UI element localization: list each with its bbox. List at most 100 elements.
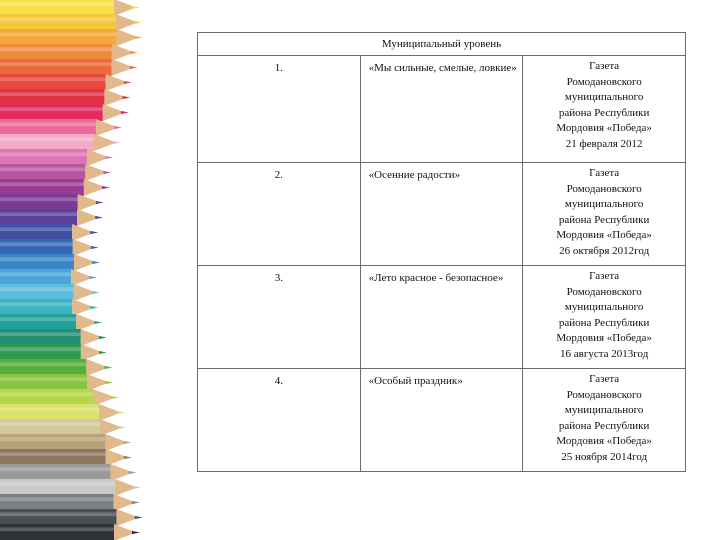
pencil-wood-tip <box>116 29 135 46</box>
pencil-wood-tip <box>74 254 93 271</box>
source-line: 25 ноября 2014год <box>561 450 648 463</box>
row-title: «Особый праздник» <box>359 368 524 472</box>
pencil-highlight <box>0 32 117 37</box>
pencil <box>0 164 112 181</box>
pencil-lead <box>105 155 114 160</box>
pencil-body <box>0 29 117 46</box>
pencil-lead <box>131 500 140 505</box>
pencil-highlight <box>0 347 81 352</box>
pencil-body <box>0 44 112 61</box>
pencil <box>0 329 107 346</box>
pencil-highlight <box>0 62 112 67</box>
pencil-body <box>0 224 73 241</box>
pencil-body <box>0 524 114 540</box>
pencil-body <box>0 134 95 151</box>
pencil-lead <box>94 320 103 325</box>
pencil-highlight <box>0 272 72 277</box>
pencil-body <box>0 359 87 376</box>
pencil <box>0 464 137 481</box>
publications-table-container: Муниципальный уровень 1. «Мы сильные, см… <box>197 32 686 472</box>
source-line: района Республики <box>558 106 650 119</box>
pencil <box>0 59 138 76</box>
pencil-lead <box>90 245 99 250</box>
row-source: Газета Ромодановского муниципального рай… <box>522 162 686 266</box>
pencil <box>0 254 101 271</box>
pencil-lead <box>123 80 132 85</box>
pencil-body <box>0 419 100 436</box>
source-line: Мордовия «Победа» <box>556 122 652 134</box>
pencil <box>0 494 140 511</box>
source-line: 16 августа 2013год <box>560 347 649 360</box>
pencil-wood-tip <box>71 269 90 286</box>
pencil-body <box>0 284 74 301</box>
pencil-highlight <box>0 497 114 502</box>
pencil-wood-tip <box>72 299 91 316</box>
pencil-wood-tip <box>115 14 134 31</box>
pencil-highlight <box>0 212 78 217</box>
pencil-wood-tip <box>72 224 91 241</box>
pencil-wood-tip <box>104 89 123 106</box>
pencil-highlight <box>0 437 106 442</box>
pencil <box>0 239 99 256</box>
row-title: «Осенние радости» <box>359 162 524 266</box>
pencil-highlight <box>0 167 86 172</box>
source-line: Ромодановского <box>566 285 642 298</box>
row-title: «Мы сильные, смелые, ловкие» <box>359 55 524 163</box>
pencil <box>0 119 122 136</box>
pencil-lead <box>104 365 113 370</box>
pencil-highlight <box>0 377 88 382</box>
row-title: «Лето красное - безопасное» <box>359 265 524 369</box>
pencil-wood-tip <box>99 419 118 436</box>
pencil-lead <box>89 275 98 280</box>
pencil-body <box>0 59 112 76</box>
pencil-lead <box>91 290 100 295</box>
pencil-highlight <box>0 452 106 457</box>
source-line: муниципального <box>564 301 644 313</box>
colored-pencils-decoration <box>0 0 143 540</box>
pencil-body <box>0 509 117 526</box>
pencil-highlight <box>0 422 100 427</box>
pencil-wood-tip <box>111 44 130 61</box>
table-row: 2. «Осенние радости» Газета Ромодановско… <box>197 162 686 266</box>
pencil-lead <box>111 395 120 400</box>
row-number: 3. <box>197 265 361 369</box>
pencil <box>0 434 132 451</box>
pencil-body <box>0 479 115 496</box>
pencil-lead <box>98 335 107 340</box>
pencil-lead <box>129 50 138 55</box>
pencil <box>0 179 110 196</box>
pencil-body <box>0 89 105 106</box>
pencil-wood-tip <box>95 119 114 136</box>
pencil-wood-tip <box>73 284 92 301</box>
pencil-body <box>0 314 77 331</box>
pencil-wood-tip <box>105 434 124 451</box>
pencil-body <box>0 104 103 121</box>
pencil-body <box>0 434 106 451</box>
publications-table: Муниципальный уровень 1. «Мы сильные, см… <box>197 32 686 472</box>
pencil-lead <box>116 410 125 415</box>
source-line: Ромодановского <box>566 182 642 195</box>
pencil-highlight <box>0 287 74 292</box>
row-number: 4. <box>197 368 361 472</box>
pencil-highlight <box>0 47 112 52</box>
pencil-lead <box>123 440 132 445</box>
pencil-wood-tip <box>83 179 102 196</box>
pencil-wood-tip <box>105 449 124 466</box>
table-row: 4. «Особый праздник» Газета Ромодановско… <box>197 368 686 472</box>
pencil <box>0 134 121 151</box>
pencil-highlight <box>0 122 96 127</box>
pencil <box>0 149 114 166</box>
pencil-wood-tip <box>114 479 133 496</box>
pencil-highlight <box>0 362 87 367</box>
source-line: Мордовия «Победа» <box>556 332 652 344</box>
pencil-wood-tip <box>93 389 112 406</box>
pencil-body <box>0 464 111 481</box>
pencil-wood-tip <box>77 194 96 211</box>
source-line: Газета <box>589 373 620 385</box>
pencil-wood-tip <box>87 374 106 391</box>
pencil-lead <box>95 200 104 205</box>
pencil-lead <box>112 140 121 145</box>
pencil-lead <box>90 230 99 235</box>
pencil-highlight <box>0 92 105 97</box>
pencil-lead <box>95 215 104 220</box>
